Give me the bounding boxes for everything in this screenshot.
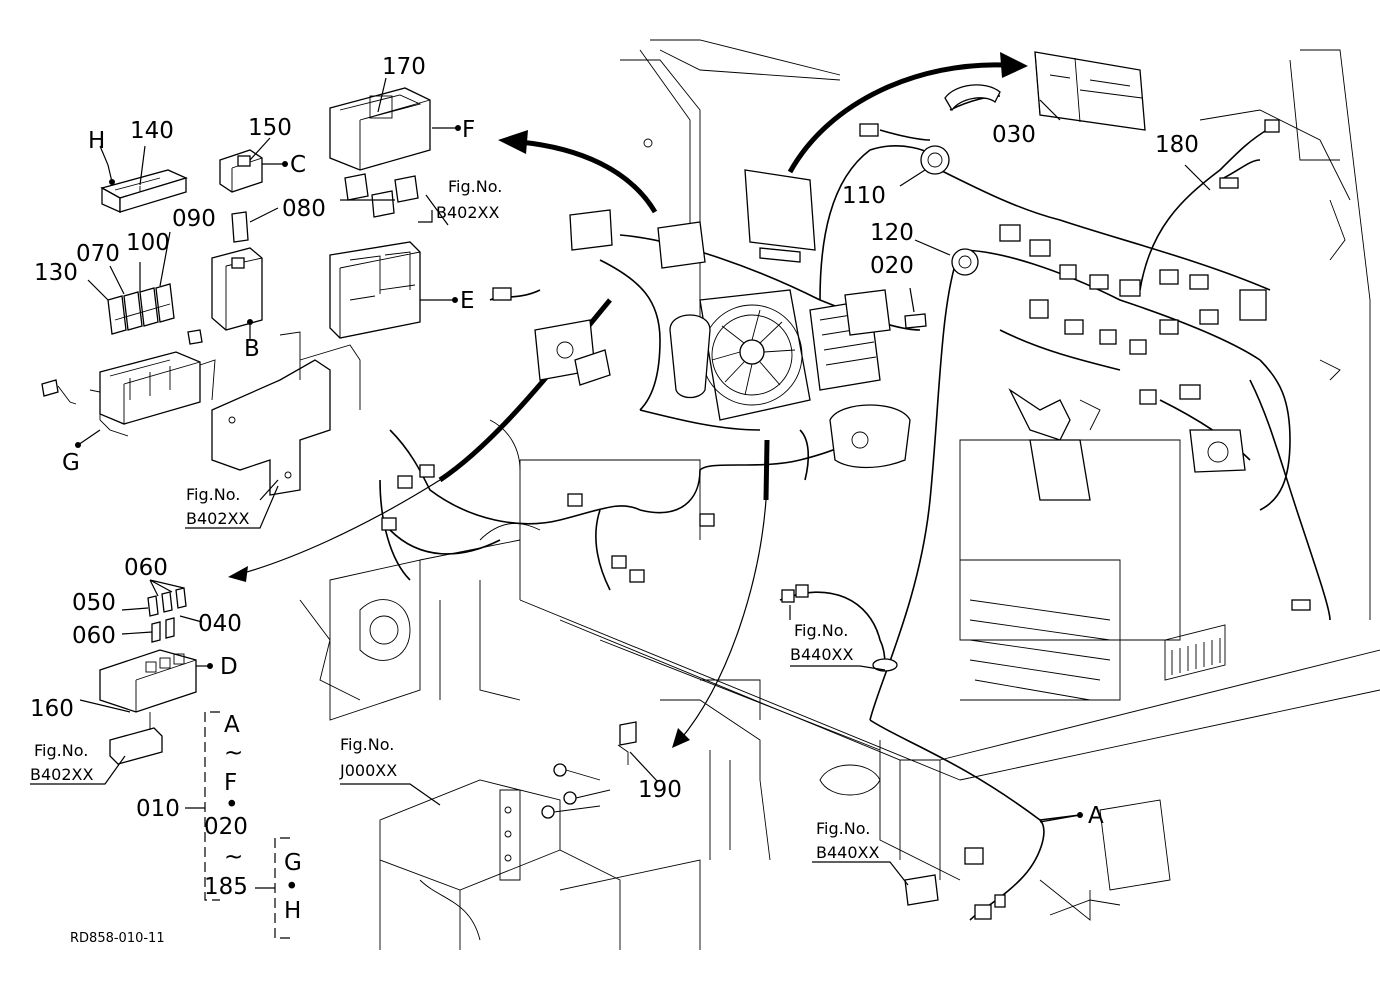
- leader-lines: [30, 77, 1211, 886]
- part-050: 050: [72, 590, 116, 616]
- part-150: 150: [248, 115, 292, 141]
- fig-label-2: Fig.No.: [186, 485, 240, 504]
- range-tilde-1: ~: [224, 740, 243, 766]
- part-190: 190: [638, 777, 682, 803]
- part-170: 170: [382, 54, 426, 80]
- part-070: 070: [76, 241, 120, 267]
- range-dot-1: •: [225, 792, 239, 818]
- part-020-range: 020: [204, 814, 248, 840]
- part-080: 080: [282, 196, 326, 222]
- range-tilde-2: ~: [224, 844, 243, 870]
- range-letter-f: F: [224, 770, 237, 796]
- drawing-code: RD858-010-11: [70, 931, 165, 946]
- fig-ref-1: B402XX: [436, 203, 499, 222]
- part-100: 100: [126, 230, 170, 256]
- part-090: 090: [172, 206, 216, 232]
- fig-ref-4: B440XX: [790, 645, 853, 664]
- range-bracket: [185, 711, 290, 939]
- letter-e: E: [460, 288, 475, 314]
- fig-label-4: Fig.No.: [794, 621, 848, 640]
- part-numbers: 170 150 140 080 090 100 070 130 030 180 …: [30, 54, 1199, 900]
- fig-label-3: Fig.No.: [34, 741, 88, 760]
- range-letter-h: H: [284, 898, 301, 924]
- range-dot-2: •: [285, 874, 299, 900]
- part-010: 010: [136, 796, 180, 822]
- fig-ref-5: J000XX: [339, 761, 397, 780]
- fig-label-6: Fig.No.: [816, 819, 870, 838]
- fig-ref-2: B402XX: [186, 509, 249, 528]
- fig-label-5: Fig.No.: [340, 735, 394, 754]
- center-components: [381, 51, 1311, 920]
- letter-b: B: [244, 336, 260, 362]
- fig-ref-3: B402XX: [30, 765, 93, 784]
- range-letter-g: G: [284, 850, 302, 876]
- letter-f: F: [462, 117, 475, 143]
- machine-frame: [299, 39, 1380, 950]
- part-060-top: 060: [124, 555, 168, 581]
- part-040: 040: [198, 611, 242, 637]
- part-160: 160: [30, 696, 74, 722]
- fig-ref-6: B440XX: [816, 843, 879, 862]
- wiring-harness: [379, 95, 1331, 921]
- part-185: 185: [204, 874, 248, 900]
- letter-d: D: [220, 654, 238, 680]
- letter-g: G: [62, 450, 80, 476]
- location-letters: H C F B E G D A A ~ F • ~ G • H: [62, 117, 1104, 924]
- fig-label-1: Fig.No.: [448, 177, 502, 196]
- part-180: 180: [1155, 132, 1199, 158]
- range-letter-a: A: [224, 712, 240, 738]
- part-030: 030: [992, 122, 1036, 148]
- part-120: 120: [870, 220, 914, 246]
- letter-c: C: [290, 152, 306, 178]
- left-components: [41, 87, 431, 765]
- part-140: 140: [130, 118, 174, 144]
- part-110: 110: [842, 183, 886, 209]
- letter-a: A: [1088, 803, 1104, 829]
- part-020: 020: [870, 253, 914, 279]
- part-130: 130: [34, 260, 78, 286]
- part-060-bottom: 060: [72, 623, 116, 649]
- letter-h: H: [88, 128, 105, 154]
- figure-references: Fig.No. B402XX Fig.No. B402XX Fig.No. B4…: [30, 177, 879, 862]
